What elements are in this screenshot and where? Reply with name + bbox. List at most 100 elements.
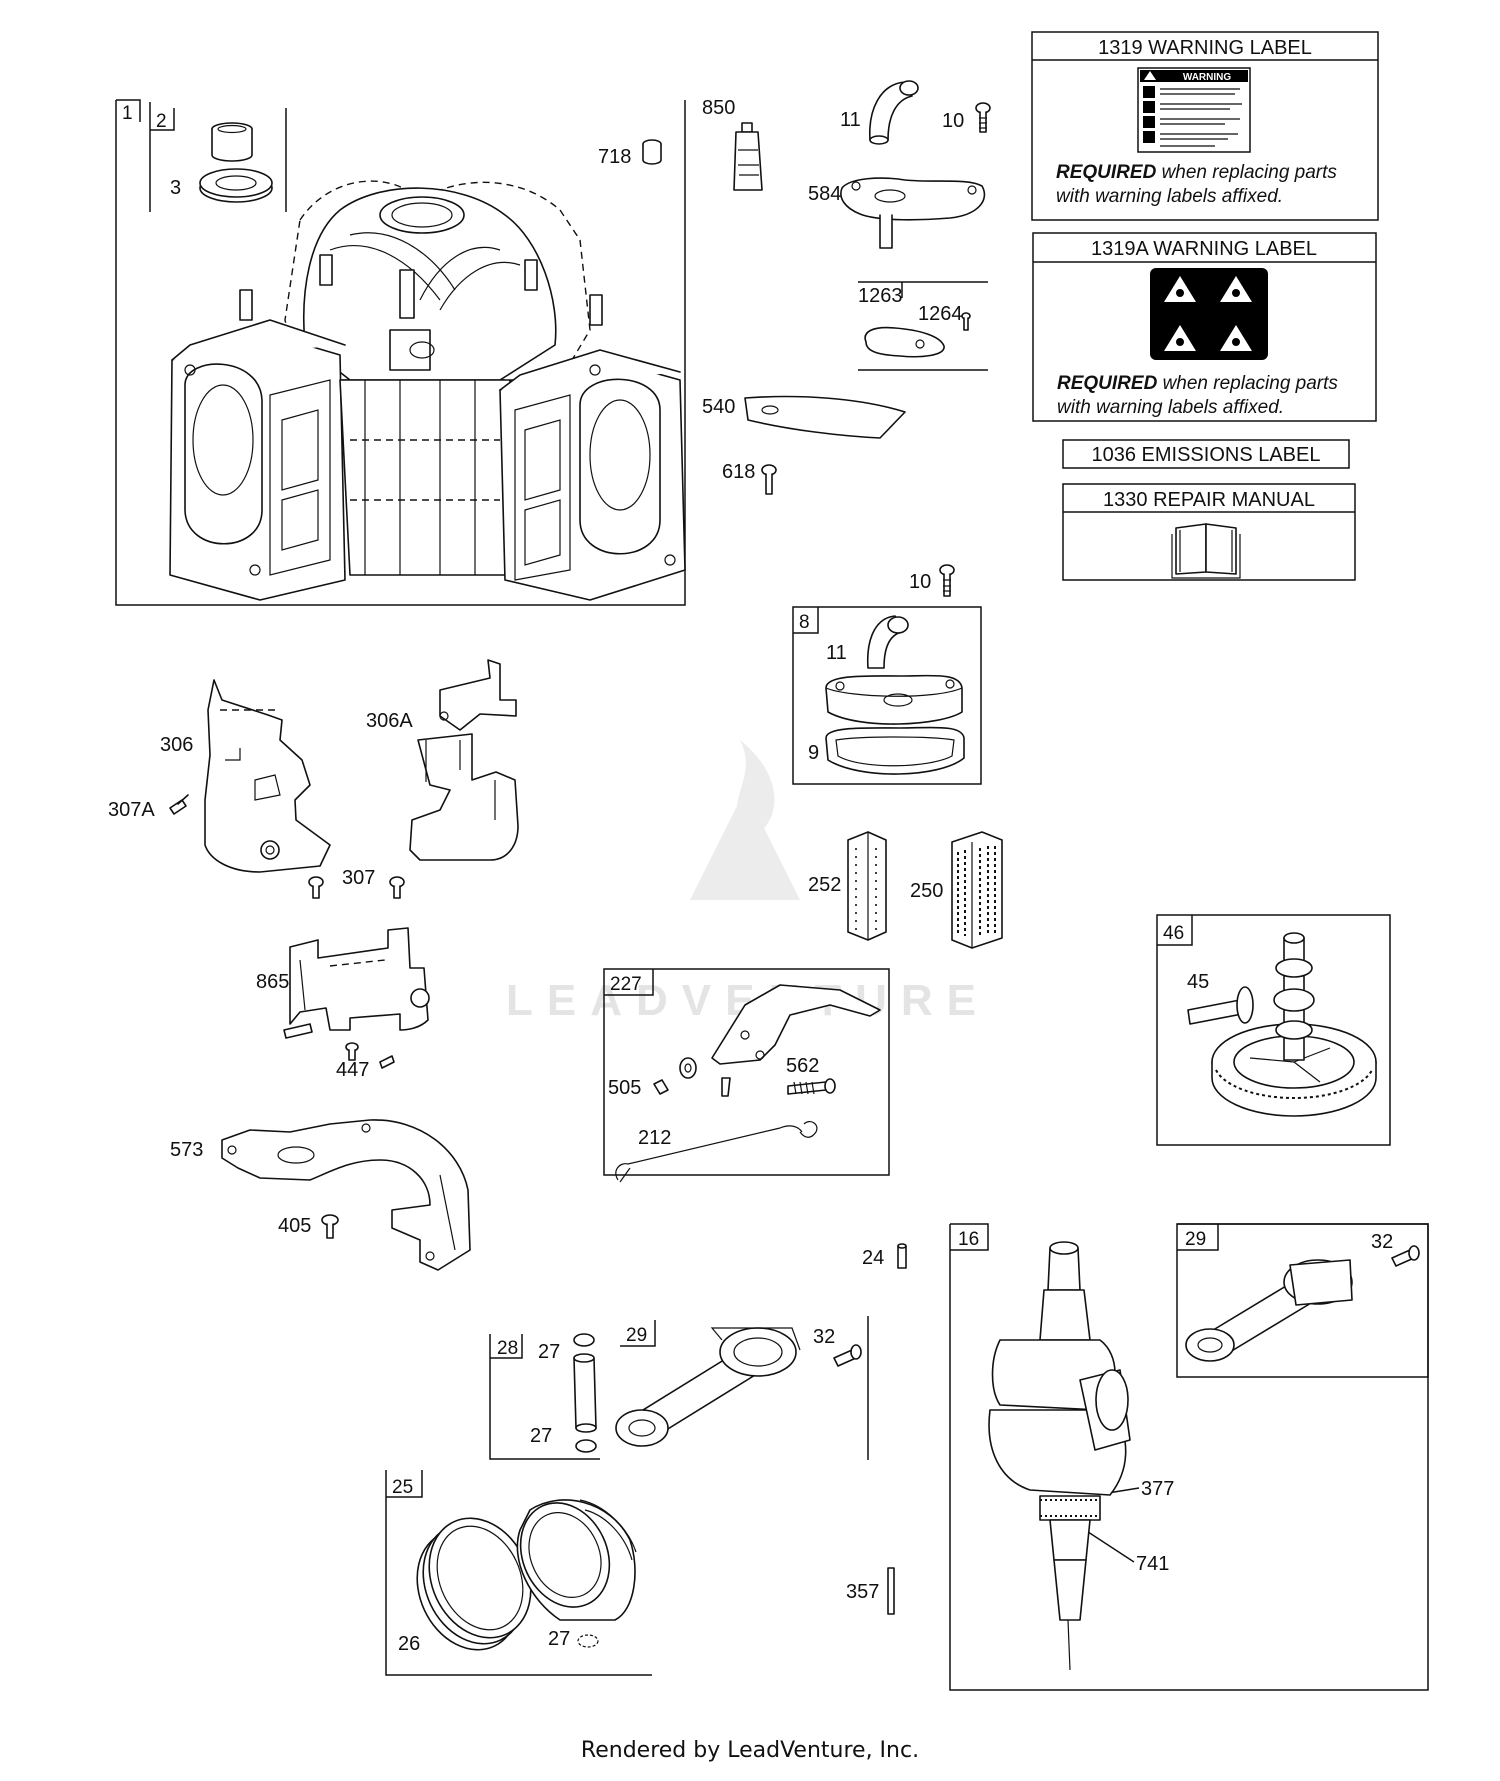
warning-label-1319A[interactable]: 1319A WARNING LABEL REQUIRED when replac…: [1032, 232, 1377, 422]
callout-357: 357: [846, 1581, 879, 1603]
piston-part[interactable]: [504, 1488, 637, 1621]
piston-pin-part[interactable]: [573, 1353, 597, 1433]
warning-label-1319A-required-line2: with warning labels affixed.: [1057, 397, 1284, 418]
bushing-part[interactable]: [211, 122, 253, 162]
filter-252-part[interactable]: [847, 831, 887, 941]
warning-label-1319-required-line2: with warning labels affixed.: [1056, 186, 1283, 207]
screw-307-part-b[interactable]: [389, 876, 405, 899]
callout-11b: 11: [826, 642, 847, 664]
callout-306: 306: [160, 734, 193, 756]
callout-540: 540: [702, 396, 735, 418]
callout-10b: 10: [909, 571, 931, 593]
retainer-27c-part[interactable]: [577, 1634, 599, 1648]
cam-pin-45-part[interactable]: [1187, 986, 1254, 1025]
piston-group: 25 26 27: [385, 1470, 652, 1676]
retainer-27b-part[interactable]: [575, 1439, 597, 1453]
callout-27b: 27: [530, 1425, 552, 1447]
warning-label-icon: WARNING: [1137, 67, 1251, 153]
gasket-9-part[interactable]: [825, 726, 965, 775]
callout-741: 741: [1136, 1553, 1169, 1575]
callout-377: 377: [1141, 1478, 1174, 1500]
pin-24-part[interactable]: [897, 1243, 907, 1269]
warning-label-1319A-title: 1319A WARNING LABEL: [1091, 238, 1317, 260]
oil-seal-part[interactable]: [199, 168, 273, 203]
screw-307A-part[interactable]: [169, 794, 189, 815]
repair-manual-title: 1330 REPAIR MANUAL: [1103, 489, 1315, 511]
callout-27a: 27: [538, 1341, 560, 1363]
warning-label-1319[interactable]: 1319 WARNING LABEL WARNING REQUIRED when…: [1031, 31, 1379, 221]
callout-26: 26: [398, 1633, 420, 1655]
breather-tube-part-11[interactable]: [869, 80, 919, 145]
callout-618: 618: [722, 461, 755, 483]
callout-306A: 306A: [366, 710, 413, 732]
cylinder-baffle-306[interactable]: [204, 679, 331, 873]
bolt-32b-part[interactable]: [833, 1344, 862, 1367]
connecting-rod-part-top[interactable]: [1185, 1259, 1353, 1362]
callout-3: 3: [170, 177, 181, 199]
gasket-540-part[interactable]: [744, 395, 906, 439]
connecting-rod-group-bottom: 29 32: [615, 1316, 869, 1460]
callout-2: 2: [156, 111, 167, 132]
baffle-865-part[interactable]: [283, 927, 430, 1039]
camshaft-part[interactable]: [1211, 932, 1377, 1117]
warning-icon-text: WARNING: [1183, 72, 1232, 83]
link-212-part[interactable]: [615, 1120, 818, 1183]
clip-part[interactable]: [721, 1077, 731, 1097]
callout-212: 212: [638, 1127, 671, 1149]
governor-linkage-group: 227 505 562 212: [603, 968, 890, 1183]
breather-tube-part-11b[interactable]: [866, 615, 909, 669]
callout-307A: 307A: [108, 799, 155, 821]
callout-447: 447: [336, 1059, 369, 1081]
callout-584: 584: [808, 183, 841, 205]
pin-718-part[interactable]: [642, 139, 662, 165]
breather-cover-part[interactable]: [840, 177, 986, 249]
filter-250-part[interactable]: [951, 831, 1003, 949]
retainer-27a-part[interactable]: [573, 1333, 595, 1347]
breather-housing-part[interactable]: [825, 674, 963, 725]
air-guide-573-part[interactable]: [221, 1119, 471, 1271]
callout-405: 405: [278, 1215, 311, 1237]
engine-block-part[interactable]: [169, 180, 686, 601]
warning-label-1319-required: REQUIRED when replacing parts: [1056, 162, 1337, 183]
callout-227: 227: [610, 974, 642, 995]
screw-307-part-a[interactable]: [308, 876, 324, 899]
callout-8: 8: [799, 612, 810, 633]
screw-618-part[interactable]: [761, 464, 777, 495]
cylinder-baffle-306A[interactable]: [409, 659, 519, 861]
callout-718: 718: [598, 146, 631, 168]
callout-46: 46: [1163, 923, 1184, 944]
callout-29a: 29: [1185, 1229, 1206, 1250]
crankshaft-group: 16 377 741: [949, 1223, 1429, 1691]
bolt-32a-part[interactable]: [1391, 1245, 1420, 1267]
screw-1264-part[interactable]: [961, 312, 971, 331]
washer-505-part[interactable]: [653, 1057, 697, 1095]
book-icon: [1171, 523, 1241, 579]
callout-16: 16: [958, 1229, 979, 1250]
screw-10-part[interactable]: [975, 102, 991, 133]
repair-manual-1330[interactable]: 1330 REPAIR MANUAL: [1062, 483, 1356, 581]
connecting-rod-part-bottom[interactable]: [615, 1327, 801, 1447]
reed-plate-part[interactable]: [864, 326, 945, 358]
callout-850: 850: [702, 97, 735, 119]
emissions-label-title: 1036 EMISSIONS LABEL: [1091, 444, 1320, 466]
screw-447-part[interactable]: [345, 1042, 395, 1069]
screw-562-part[interactable]: [787, 1078, 836, 1095]
sealant-tube-part[interactable]: [733, 122, 763, 191]
screw-405-part[interactable]: [321, 1214, 339, 1239]
governor-lever-part[interactable]: [711, 984, 881, 1065]
callout-32a: 32: [1371, 1231, 1393, 1253]
camshaft-group: 46 45: [1156, 914, 1391, 1146]
piston-rings-part[interactable]: [398, 1502, 549, 1667]
engine-block-group: 1 2 3 718: [115, 99, 686, 606]
crankshaft-part[interactable]: [988, 1241, 1131, 1671]
footer-credit: Rendered by LeadVenture, Inc.: [580, 1738, 920, 1763]
screw-10b-part[interactable]: [939, 564, 955, 597]
breather-assembly-group: 8 11 9: [792, 606, 982, 785]
hazard-symbols-icon: [1150, 268, 1268, 360]
key-357-part[interactable]: [887, 1567, 895, 1615]
emissions-label-1036[interactable]: 1036 EMISSIONS LABEL: [1062, 439, 1350, 469]
warning-label-1319A-required: REQUIRED when replacing parts: [1057, 373, 1338, 394]
callout-1264: 1264: [918, 303, 963, 325]
callout-505: 505: [608, 1077, 641, 1099]
